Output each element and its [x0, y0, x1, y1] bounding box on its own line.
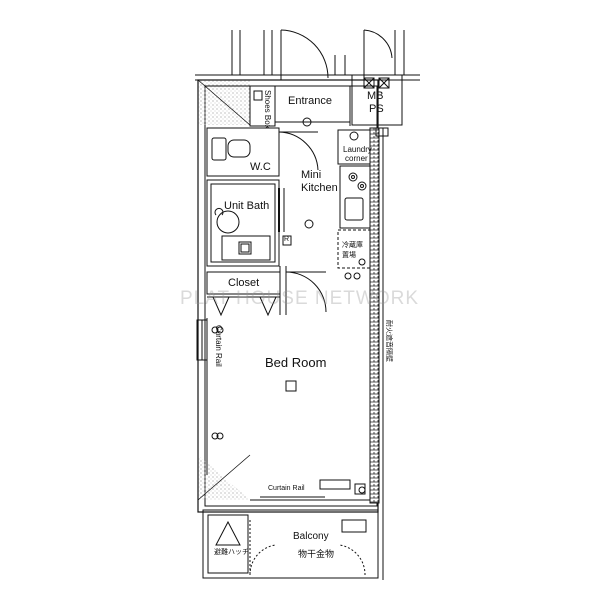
label-hatch: 避難ハッチ — [214, 549, 249, 556]
label-laundry: Laundry — [343, 145, 372, 154]
bed-room — [196, 318, 366, 495]
entrance-partition — [275, 86, 351, 127]
label-entrance: Entrance — [288, 95, 333, 107]
balcony-window — [250, 496, 370, 507]
entrance-door — [280, 29, 393, 80]
label-drying-hardware: 物干金物 — [298, 549, 335, 559]
laundry-corner — [337, 129, 371, 165]
label-r-mark: R — [284, 236, 290, 243]
label-fridge-1: 冷蔵庫 — [342, 242, 363, 249]
label-balcony: Balcony — [293, 531, 329, 542]
shoes-box — [249, 85, 276, 127]
label-closet: Closet — [228, 277, 260, 289]
label-wall-note: 耐火遮音隔壁 — [385, 320, 392, 362]
label-curtain-rail-side: Curtain Rail — [214, 325, 223, 367]
label-wc: W.C — [250, 161, 271, 173]
label-unit-bath: Unit Bath — [224, 200, 270, 212]
label-shoes-box: Shoes Box — [263, 90, 272, 129]
label-ps: PS — [369, 103, 384, 115]
label-bed-room: Bed Room — [265, 355, 327, 370]
closet — [206, 266, 327, 317]
top-exterior-walls — [195, 30, 420, 81]
mini-kitchen — [304, 165, 371, 280]
mb-ps-box — [351, 74, 403, 137]
label-curtain-rail-bottom: Curtain Rail — [268, 485, 305, 492]
label-mb: MB — [367, 90, 384, 102]
unit-bath-room — [206, 179, 292, 267]
label-kitchen: Kitchen — [301, 182, 338, 194]
label-mini: Mini — [301, 169, 322, 181]
label-laundry-corner: corner — [345, 154, 368, 163]
watermark: PLAT HOUSE NETWORK — [180, 288, 419, 309]
label-fridge-2: 置場 — [342, 252, 356, 259]
balcony — [202, 509, 384, 580]
wc-room — [206, 127, 319, 177]
